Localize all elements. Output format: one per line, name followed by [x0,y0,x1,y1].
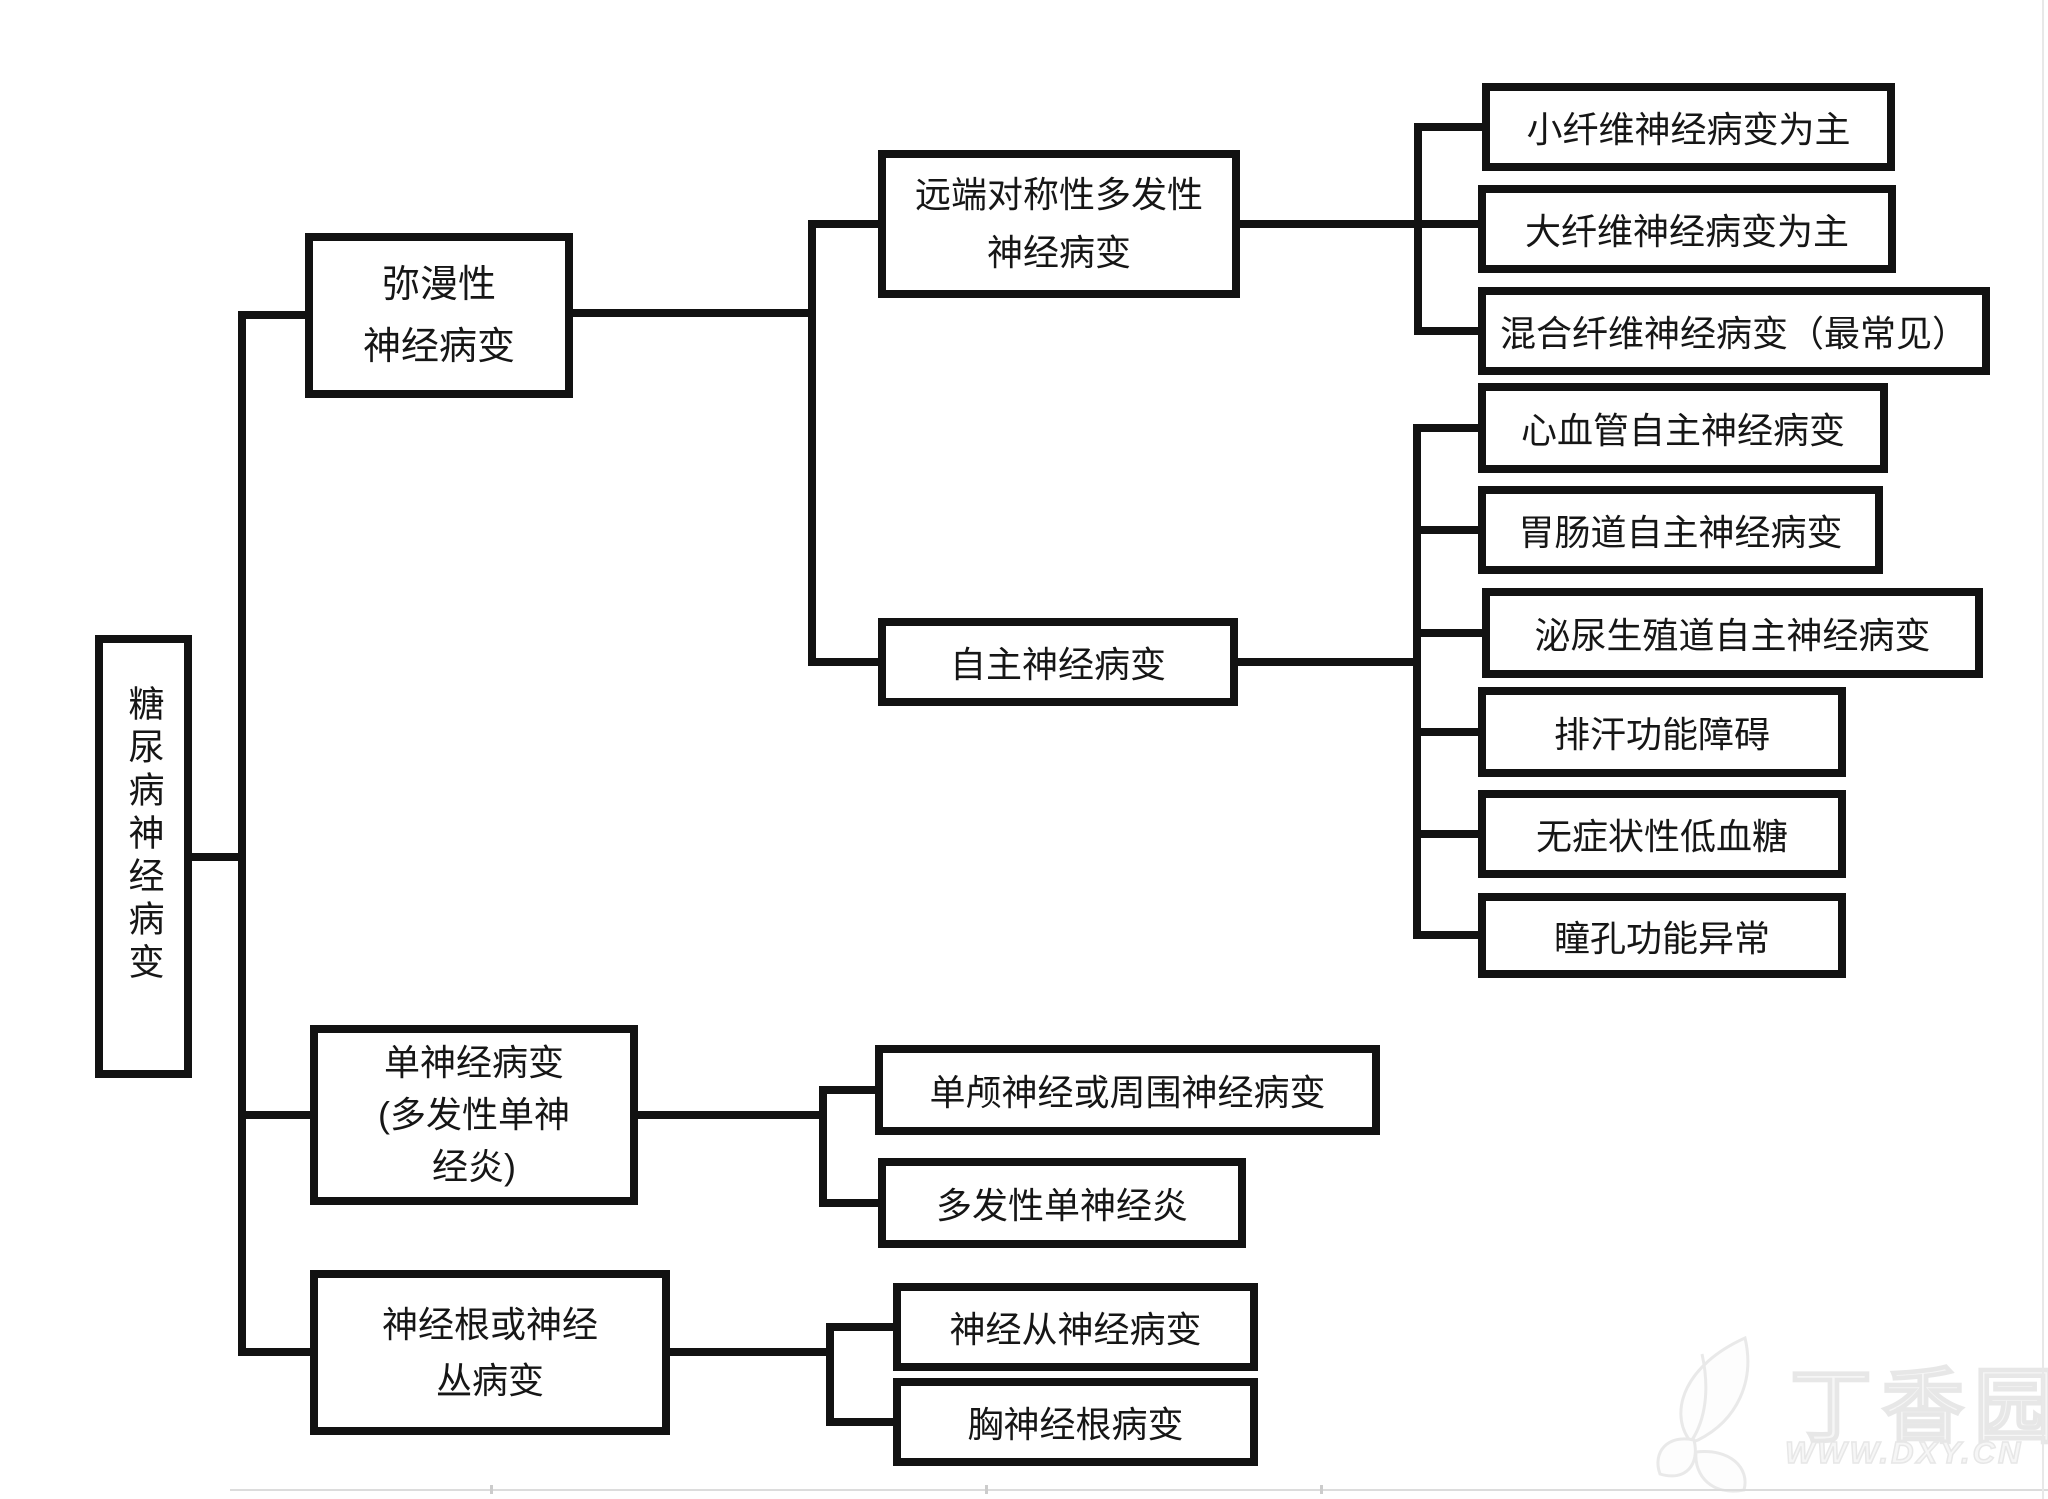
connector-line [826,1323,834,1426]
node-label: 自主神经病变 [949,644,1166,685]
scan-artifact-bottom-line [230,1489,2048,1491]
node-mixed-fiber: 混合纤维神经病变（最常见） [1478,287,1990,375]
node-multiple-mononeuritis: 多发性单神经炎 [878,1158,1246,1248]
connector-line [826,1323,893,1331]
node-diffuse-neuropathy: 弥漫性神经病变 [305,233,573,398]
connector-line [1414,123,1482,131]
node-label: 小纤维神经病变为主 [1526,109,1851,150]
node-distal-symmetric: 远端对称性多发性神经病变 [878,150,1240,298]
node-root: 糖尿病神经病变 [95,635,192,1078]
node-pupil-dysfunction: 瞳孔功能异常 [1478,893,1846,978]
node-gastrointestinal-autonomic: 胃肠道自主神经病变 [1478,486,1883,574]
connector-line [1413,526,1482,534]
node-label: 远端对称性多发性 [914,174,1203,215]
connector-line [238,311,246,1356]
node-label: 心血管自主神经病变 [1520,410,1845,451]
connector-line [1413,830,1482,838]
connector-line [1414,123,1422,335]
connector-line [1238,658,1418,666]
watermark: 丁香园 WWW.DXY.CN [1650,1310,2048,1499]
node-plexus-neuropathy: 神经从神经病变 [893,1283,1258,1371]
connector-line [1240,220,1482,228]
node-label: 神经从神经病变 [949,1309,1202,1350]
connector-line [808,220,878,228]
node-label: 单颅神经或周围神经病变 [929,1072,1326,1113]
node-large-fiber: 大纤维神经病变为主 [1478,185,1896,273]
node-label: 胃肠道自主神经病变 [1518,512,1843,553]
connector-line [1413,931,1482,939]
node-label: 神经病变 [986,232,1131,273]
connector-line [819,1086,875,1094]
node-label: 泌尿生殖道自主神经病变 [1534,615,1931,656]
node-label: 弥漫性 [381,263,496,306]
connector-line [819,1199,878,1207]
leaf-logo-icon [1656,1335,1750,1493]
node-label: 混合纤维神经病变（最常见） [1499,313,1968,354]
connector-line [808,220,816,666]
node-label: 无症状性低血糖 [1535,816,1788,857]
scan-artifact-tick [985,1485,988,1494]
scan-artifact-tick [490,1485,493,1494]
connector-line [238,1111,310,1119]
node-label: 丛病变 [435,1359,544,1401]
node-label: 糖尿病神经病变 [123,685,165,986]
connector-line [1413,728,1482,736]
node-label: 瞳孔功能异常 [1553,917,1770,959]
connector-line [1414,327,1482,335]
node-label: 神经病变 [362,325,515,368]
node-label: 排汗功能障碍 [1553,714,1770,755]
node-small-fiber: 小纤维神经病变为主 [1482,83,1895,171]
node-label: 多发性单神经炎 [935,1185,1188,1226]
node-sweating-dysfunction: 排汗功能障碍 [1478,687,1846,777]
connector-line [808,658,878,666]
watermark-brand: 丁香园 [1789,1361,2048,1454]
scan-artifact-tick [1320,1485,1323,1494]
connector-line [238,1348,310,1356]
node-label: 经炎) [432,1146,516,1187]
node-autonomic: 自主神经病变 [878,618,1238,706]
connector-line [1413,629,1486,637]
node-mononeuropathy: 单神经病变 (多发性单神经炎) [310,1025,638,1205]
connector-line [192,853,246,861]
connector-line [638,1111,827,1119]
connector-line [670,1348,834,1356]
connector-line [819,1086,827,1207]
node-label: 神经根或神经 [381,1303,598,1345]
connector-line [1413,424,1482,432]
node-thoracic-radiculopathy: 胸神经根病变 [893,1378,1258,1466]
node-label: (多发性单神 [378,1094,570,1135]
node-label: 单神经病变 [383,1042,564,1083]
connector-line [1413,424,1421,939]
node-cardiovascular-autonomic: 心血管自主神经病变 [1478,383,1888,473]
node-radiculoplexopathy: 神经根或神经丛病变 [310,1270,670,1435]
node-label: 胸神经根病变 [967,1404,1184,1445]
node-cranial-or-peripheral: 单颅神经或周围神经病变 [875,1045,1380,1135]
node-label: 大纤维神经病变为主 [1524,211,1849,252]
connector-line [573,309,816,317]
connector-line [238,311,305,319]
node-urogenital-autonomic: 泌尿生殖道自主神经病变 [1482,588,1983,678]
scan-artifact-right-line [2042,0,2044,1499]
node-asymptomatic-hypoglycemia: 无症状性低血糖 [1478,790,1846,878]
watermark-url: WWW.DXY.CN [1784,1434,2024,1471]
connector-line [826,1418,893,1426]
